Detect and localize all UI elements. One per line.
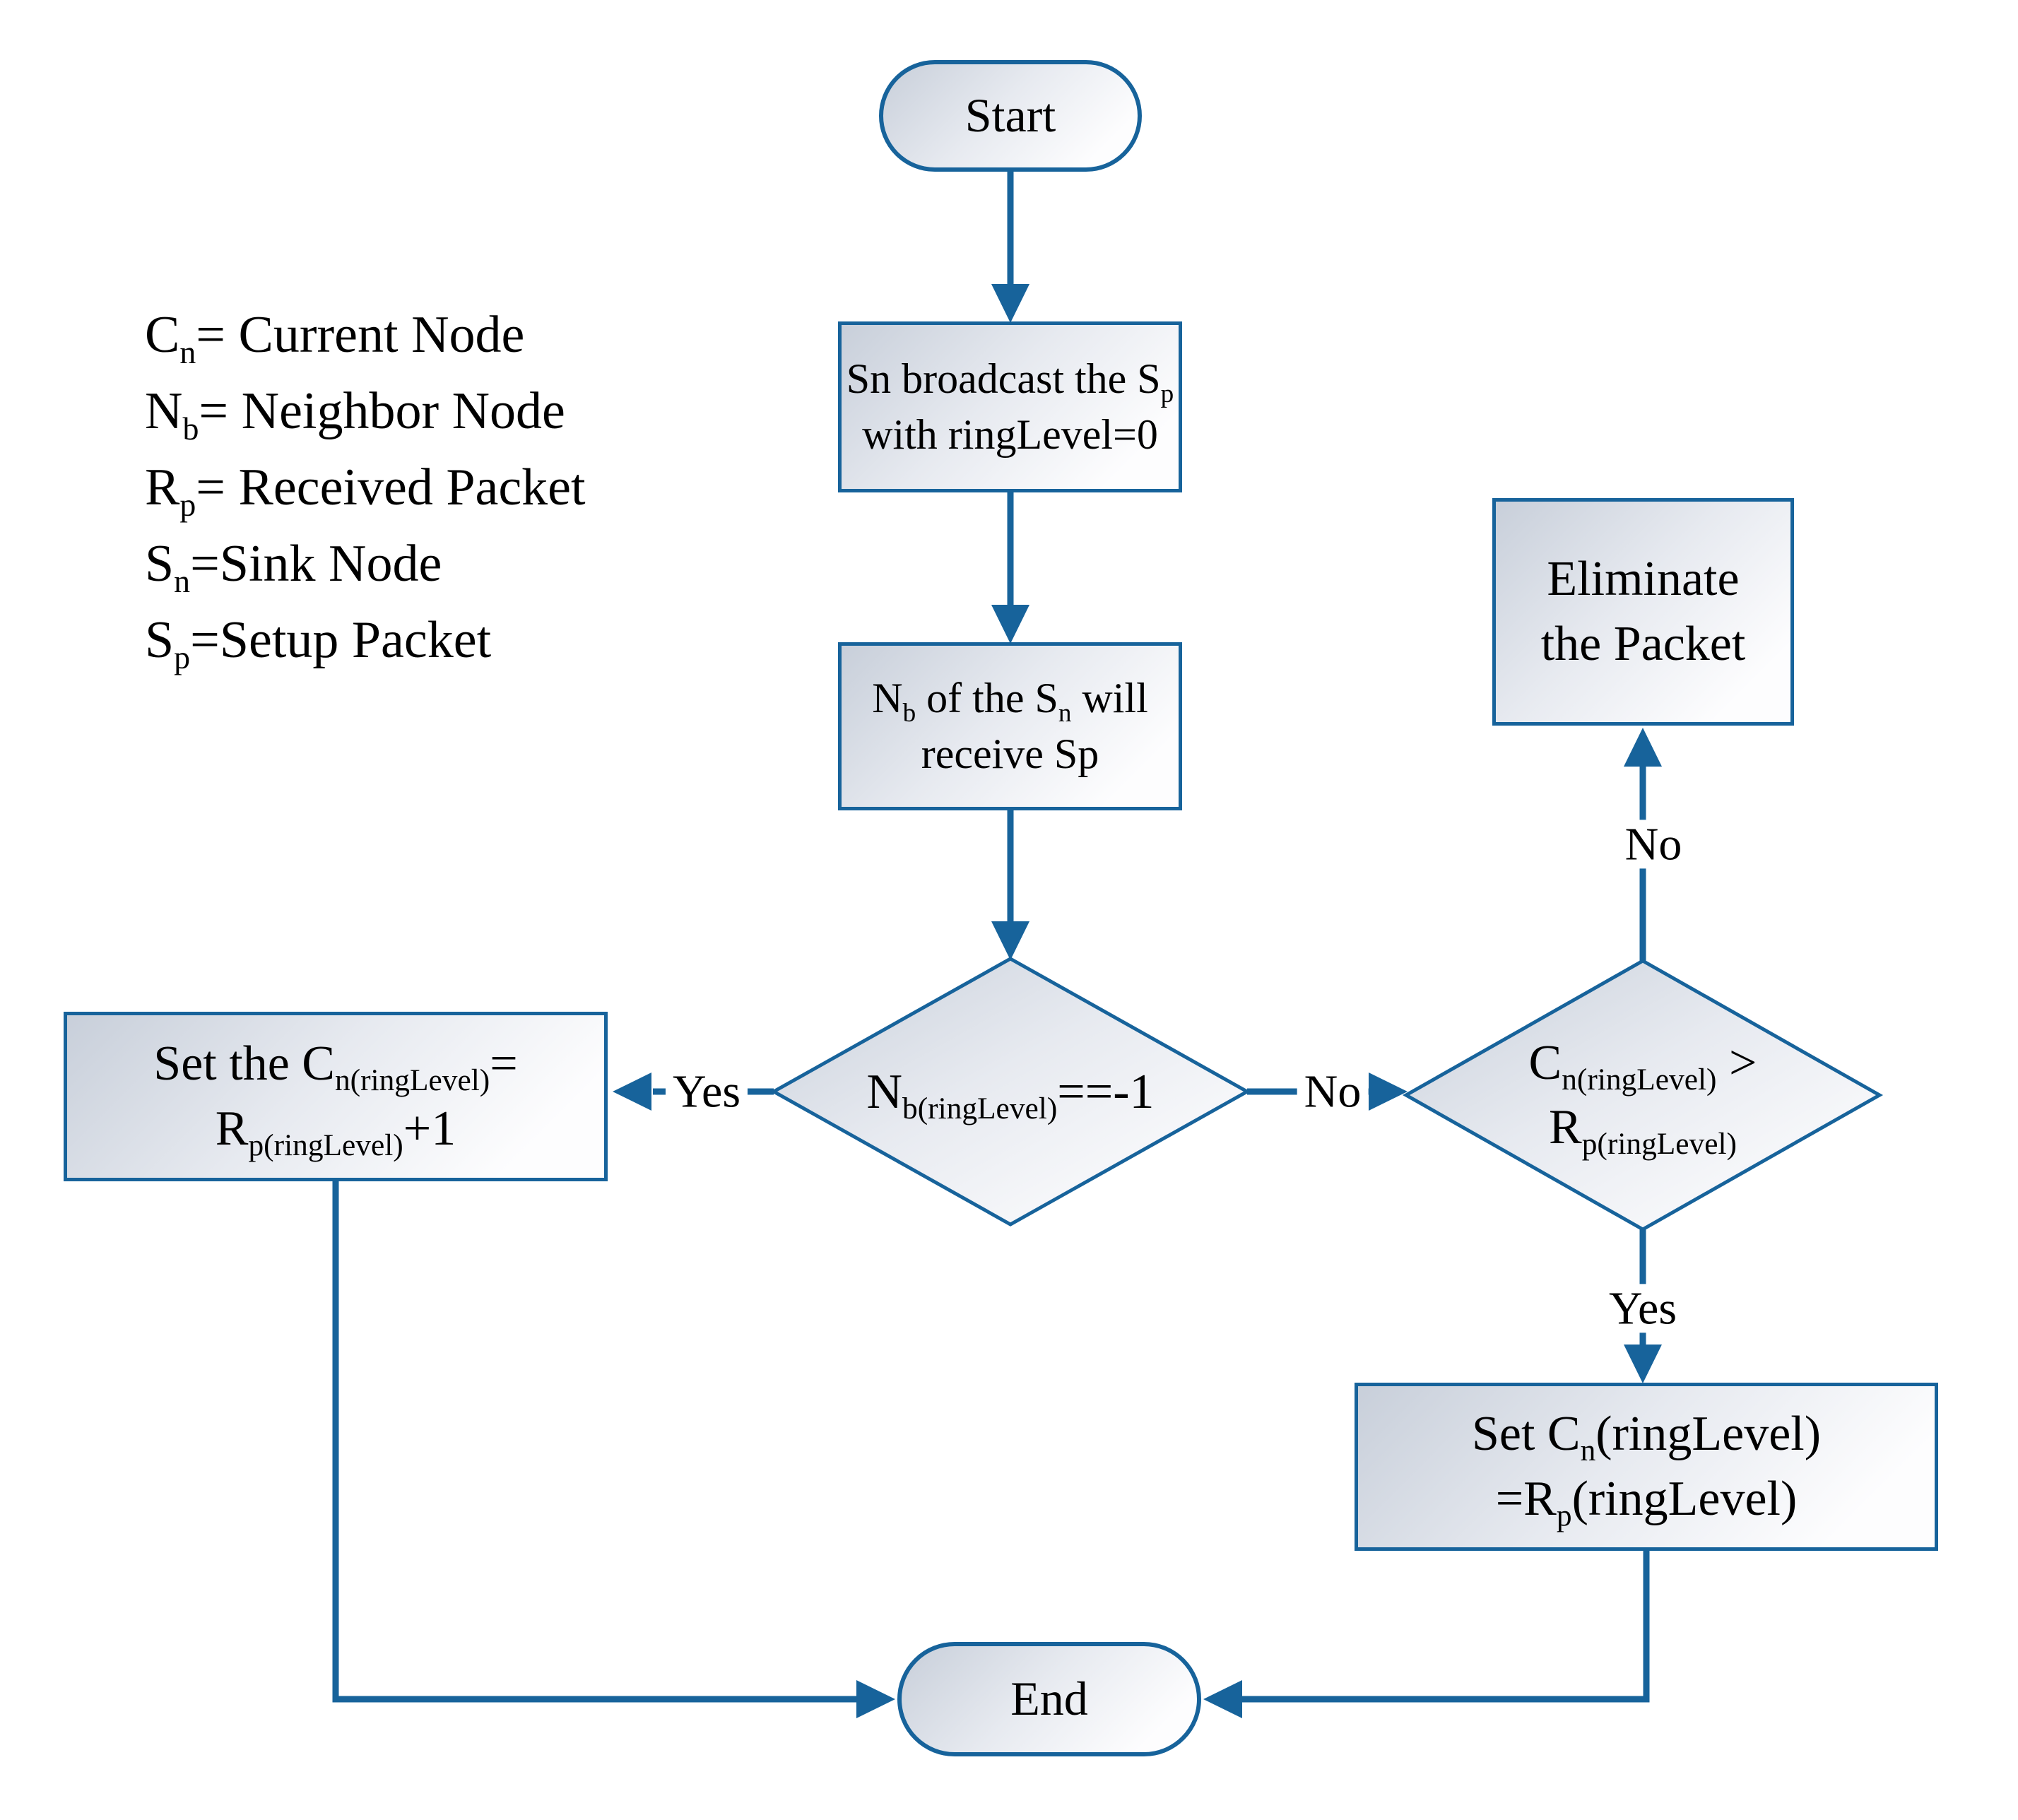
- process-broadcast-node: Sn broadcast the Sp with ringLevel=0: [838, 321, 1182, 492]
- end-node: End: [897, 1642, 1201, 1756]
- edge-start-to-broadcast: [991, 172, 1029, 323]
- decision-check-unset-label: Nb(ringLevel)==-1: [866, 1064, 1155, 1125]
- start-label: Start: [964, 88, 1056, 143]
- process-receive-line1: Nb of the Sn will: [872, 674, 1148, 728]
- decision-check-greater-shape: [1402, 959, 1884, 1231]
- process-set-increment-line1: Set the Cn(ringLevel)=: [153, 1036, 518, 1097]
- end-label: End: [1010, 1672, 1088, 1726]
- edge-label-yes-down: Yes: [1601, 1284, 1684, 1333]
- arrowhead-down-icon: [991, 921, 1029, 960]
- legend-item-setup-packet: Sp=Setup Packet: [145, 611, 492, 675]
- legend: Cn= Current Node Nb= Neighbor Node Rp= R…: [145, 297, 586, 678]
- decision-check-greater-label: Cn(ringLevel) > Rp(ringLevel): [1528, 1036, 1757, 1161]
- process-broadcast-line1: Sn broadcast the Sp: [846, 355, 1174, 408]
- process-receive-line2: receive Sp: [921, 731, 1099, 777]
- legend-item-current-node: Cn= Current Node: [145, 306, 525, 370]
- process-eliminate-line1: Eliminate: [1547, 551, 1740, 606]
- edge-line: [332, 1181, 856, 1703]
- process-set-equal-line2: =Rp(ringLevel): [1495, 1472, 1798, 1532]
- process-set-equal-line1: Set Cn(ringLevel): [1471, 1406, 1822, 1467]
- decision-check-unset-shape: [769, 957, 1251, 1227]
- edge-label-yes-left: Yes: [665, 1067, 748, 1116]
- legend-item-sink-node: Sn=Sink Node: [145, 535, 442, 599]
- process-broadcast-line2: with ringLevel=0: [862, 411, 1158, 458]
- arrowhead-down-icon: [991, 284, 1029, 323]
- edge-set-increment-to-end: [332, 1181, 895, 1718]
- edge-receive-to-check-unset: [991, 810, 1029, 960]
- arrowhead-down-icon: [991, 605, 1029, 644]
- start-node: Start: [879, 60, 1142, 172]
- arrowhead-right-icon: [1369, 1072, 1408, 1111]
- process-eliminate-node: Eliminate the Packet: [1492, 498, 1794, 726]
- legend-item-received-packet: Rp= Received Packet: [145, 459, 586, 523]
- arrowhead-left-icon: [1203, 1680, 1242, 1718]
- process-eliminate-line2: the Packet: [1540, 617, 1746, 671]
- edge-set-equal-to-end: [1203, 1551, 1650, 1718]
- arrowhead-left-icon: [613, 1072, 651, 1111]
- edge-label-no-up: No: [1617, 820, 1689, 869]
- process-set-increment-node: Set the Cn(ringLevel)= Rp(ringLevel)+1: [64, 1012, 608, 1181]
- legend-item-neighbor-node: Nb= Neighbor Node: [145, 382, 565, 447]
- edge-broadcast-to-receive: [991, 492, 1029, 644]
- edge-line: [1242, 1551, 1650, 1703]
- process-set-increment-line2: Rp(ringLevel)+1: [215, 1101, 456, 1162]
- arrowhead-up-icon: [1624, 728, 1662, 767]
- process-receive-node: Nb of the Sn will receive Sp: [838, 642, 1182, 810]
- arrowhead-down-icon: [1624, 1345, 1662, 1383]
- edge-label-no-middle: No: [1297, 1067, 1369, 1116]
- process-set-equal-node: Set Cn(ringLevel) =Rp(ringLevel): [1355, 1383, 1938, 1551]
- arrowhead-right-icon: [856, 1680, 895, 1718]
